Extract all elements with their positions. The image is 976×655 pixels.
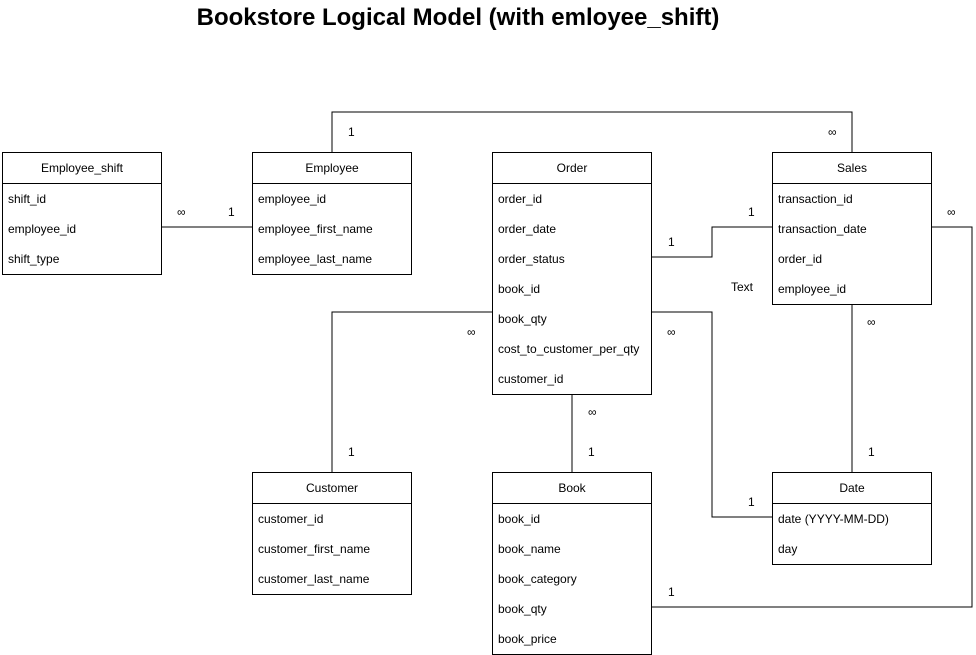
entity-field: order_date <box>498 222 557 236</box>
entity-header: Sales <box>773 153 931 184</box>
line-employee-sales <box>331 111 853 152</box>
entity-field: book_id <box>498 282 541 296</box>
cardinality-label: 1 <box>348 125 355 139</box>
cardinality-label: ∞ <box>947 205 956 219</box>
entity-field: customer_id <box>258 512 324 526</box>
cardinality-label: ∞ <box>667 325 676 339</box>
entity-field: employee_first_name <box>258 222 373 236</box>
entity-field: book_id <box>498 512 541 526</box>
diagram-title: Bookstore Logical Model (with emloyee_sh… <box>196 4 720 31</box>
floating-text-label[interactable]: Text <box>731 280 754 294</box>
entity-field: order_status <box>498 252 565 266</box>
entity-header: Employee <box>253 153 411 184</box>
entity-field: transaction_id <box>778 192 853 206</box>
entity-date[interactable]: Date date (YYYY-MM-DD) day <box>772 472 932 565</box>
entity-field: employee_id <box>258 192 327 206</box>
cardinality-label: 1 <box>748 495 755 509</box>
cardinality-label: 1 <box>868 445 875 459</box>
entity-field: book_qty <box>498 602 547 616</box>
entity-field: employee_last_name <box>258 252 373 266</box>
entity-employee[interactable]: Employee employee_id employee_first_name… <box>252 152 412 275</box>
entity-field: date (YYYY-MM-DD) <box>778 512 889 526</box>
entity-sales[interactable]: Sales transaction_id transaction_date or… <box>772 152 932 305</box>
cardinality-label: 1 <box>748 205 755 219</box>
entity-field: employee_id <box>778 282 847 296</box>
entity-field: customer_last_name <box>258 572 370 586</box>
cardinality-label: 1 <box>348 445 355 459</box>
line-order-sales <box>652 226 772 258</box>
cardinality-label: ∞ <box>467 325 476 339</box>
entity-book[interactable]: Book book_id book_name book_category boo… <box>492 472 652 655</box>
line-sales-book <box>652 226 973 608</box>
entity-field: transaction_date <box>778 222 867 236</box>
entity-header: Date <box>773 473 931 504</box>
cardinality-label: ∞ <box>177 205 186 219</box>
entity-field: day <box>778 542 798 556</box>
entity-field: book_category <box>498 572 577 586</box>
entity-field: order_id <box>778 252 823 266</box>
entity-customer[interactable]: Customer customer_id customer_first_name… <box>252 472 412 595</box>
entity-field: customer_first_name <box>258 542 371 556</box>
entity-header: Book <box>493 473 651 504</box>
cardinality-label: 1 <box>668 585 675 599</box>
entity-field: book_qty <box>498 312 547 326</box>
entity-field: book_name <box>498 542 561 556</box>
cardinality-label: ∞ <box>867 315 876 329</box>
entity-field: customer_id <box>498 372 564 386</box>
line-order-customer <box>331 311 492 472</box>
entity-field: shift_id <box>8 192 47 206</box>
entity-field: order_id <box>498 192 543 206</box>
cardinality-label: 1 <box>588 445 595 459</box>
entity-order[interactable]: Order order_id order_date order_status b… <box>492 152 652 395</box>
cardinality-label: ∞ <box>828 125 837 139</box>
entity-header: Order <box>493 153 651 184</box>
entity-field: shift_type <box>8 252 60 266</box>
cardinality-label: ∞ <box>588 405 597 419</box>
line-order-date <box>652 311 772 518</box>
entity-field: book_price <box>498 632 557 646</box>
entity-header: Customer <box>253 473 411 504</box>
entity-header: Employee_shift <box>3 153 161 184</box>
entity-field: cost_to_customer_per_qty <box>498 342 640 356</box>
entity-field: employee_id <box>8 222 77 236</box>
entity-employee-shift[interactable]: Employee_shift shift_id employee_id shif… <box>2 152 162 275</box>
cardinality-label: 1 <box>228 205 235 219</box>
cardinality-label: 1 <box>668 235 675 249</box>
